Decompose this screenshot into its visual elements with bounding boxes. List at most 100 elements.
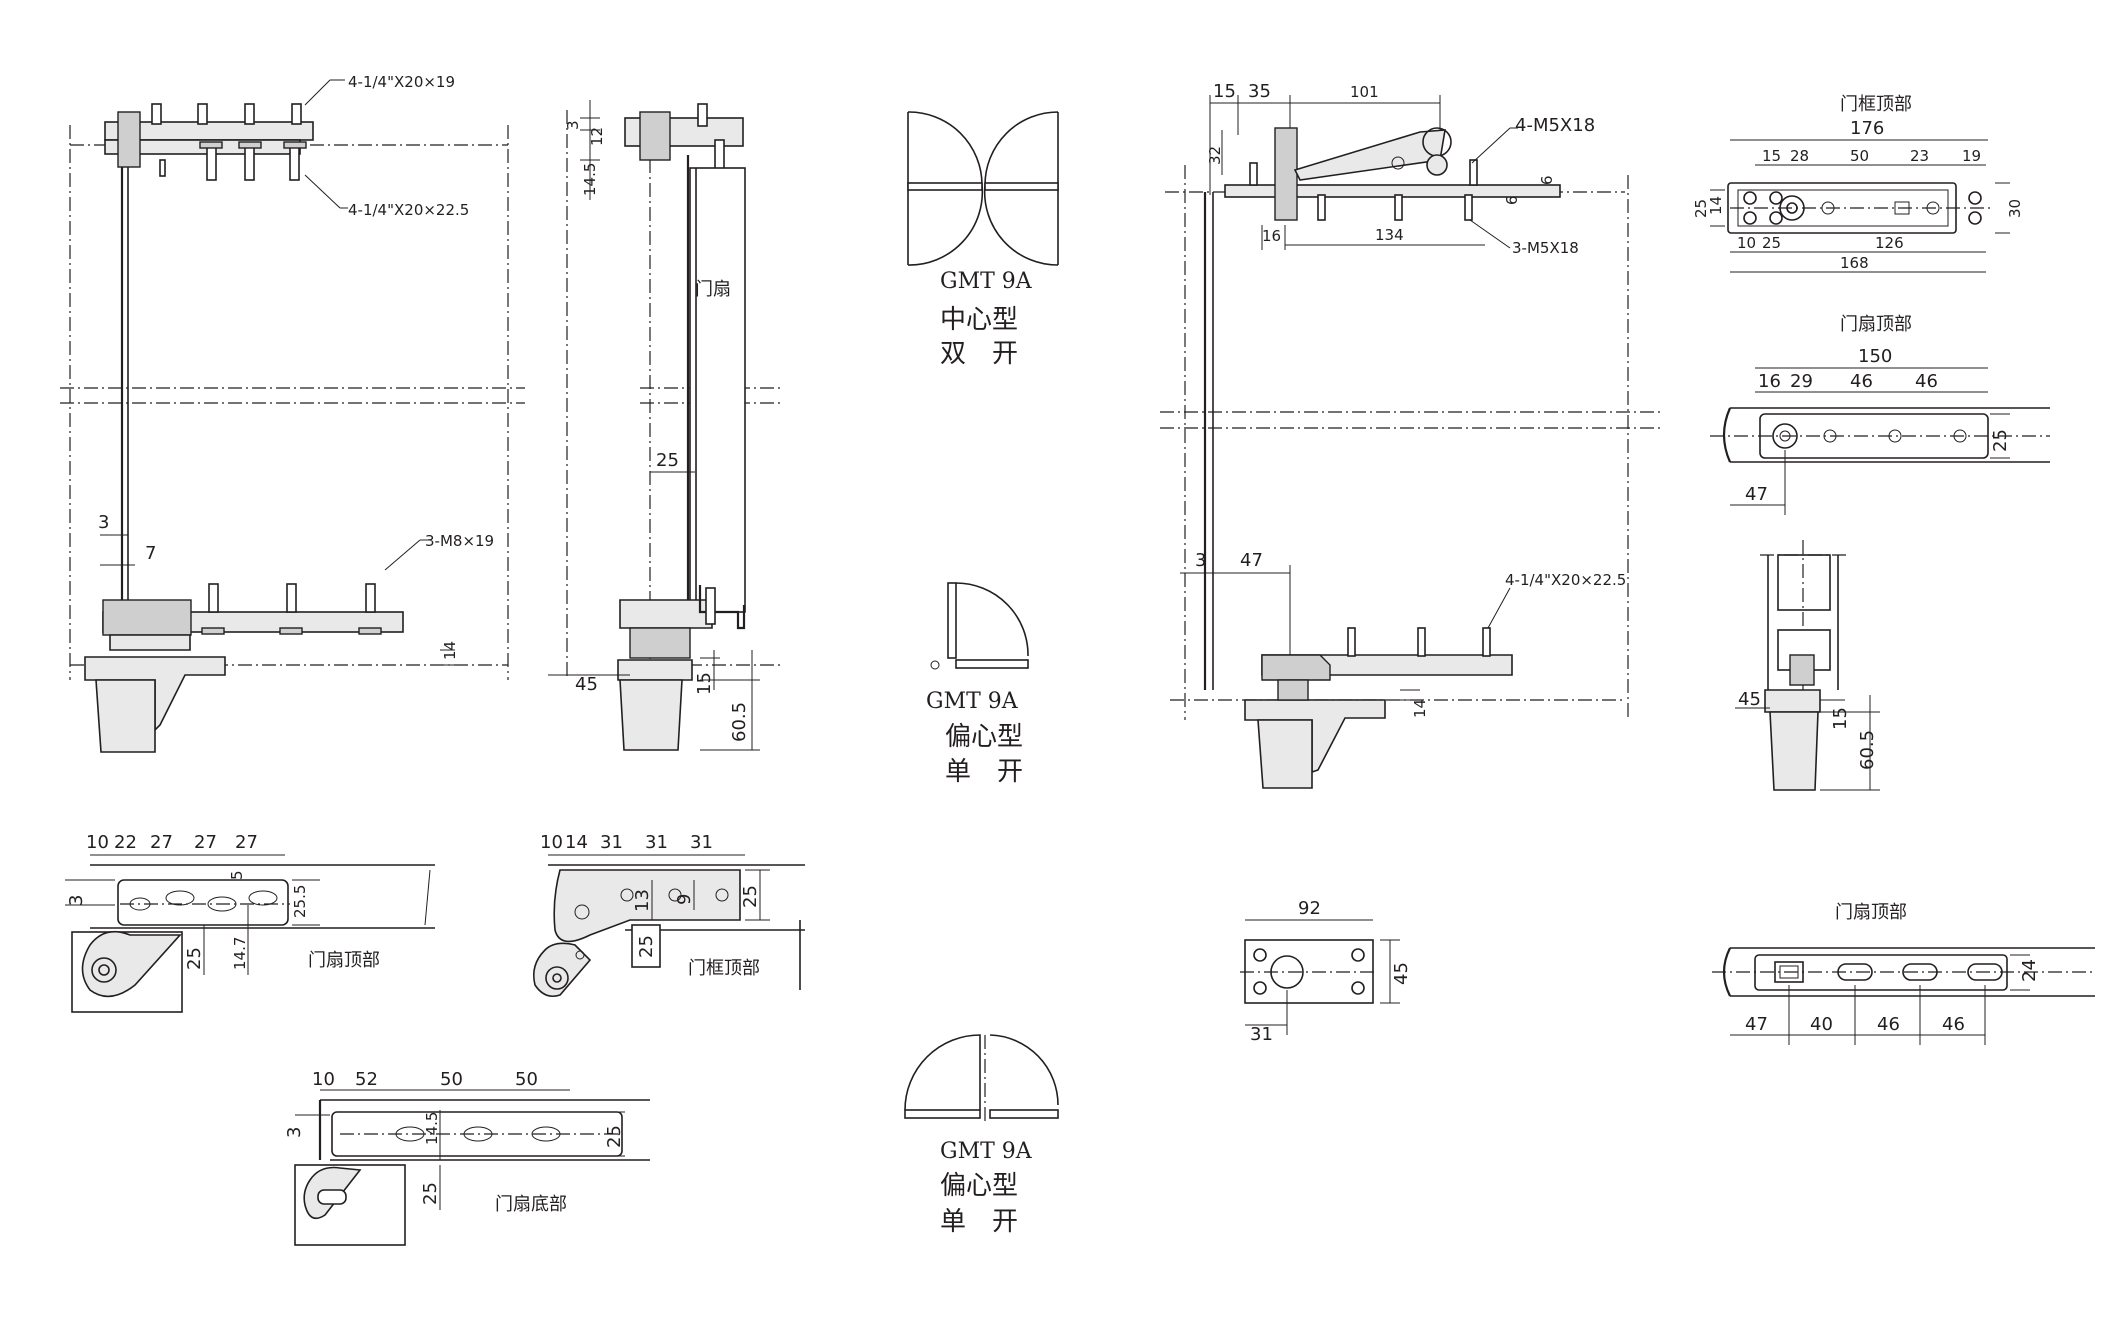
svg-text:25: 25 (740, 885, 761, 908)
svg-text:46: 46 (1850, 371, 1873, 392)
frame-top-plan-right: 门框顶部 176 15 28 50 23 19 25 14 (1692, 94, 2024, 273)
svg-text:3: 3 (1195, 550, 1206, 571)
svg-text:25: 25 (604, 1125, 625, 1148)
svg-text:150: 150 (1858, 346, 1892, 367)
svg-text:7: 7 (145, 543, 156, 564)
svg-text:46: 46 (1877, 1014, 1900, 1035)
svg-text:31: 31 (1250, 1024, 1273, 1045)
svg-text:16: 16 (1758, 371, 1781, 392)
base-plate-view: 92 45 31 (1240, 898, 1412, 1045)
svg-text:3: 3 (564, 120, 582, 130)
svg-text:29: 29 (1790, 371, 1813, 392)
svg-text:47: 47 (1745, 1014, 1768, 1035)
svg-text:25: 25 (1990, 429, 2011, 452)
svg-text:3: 3 (284, 1127, 305, 1138)
svg-text:30: 30 (2006, 199, 2024, 218)
svg-text:31: 31 (600, 832, 623, 853)
door-leaf-label: 门扇 (695, 279, 731, 300)
offset-single-symbol-a: GMT 9A 偏心型 单 开 (926, 582, 1029, 787)
door-bottom-plan-view: 10 52 50 50 3 14.5 25 25 门扇底部 (284, 1069, 650, 1246)
svg-text:14.7: 14.7 (231, 937, 249, 970)
dims-door-top-left: 10 22 27 27 27 3 5 25.5 25 14.7 (65, 832, 320, 975)
door-top-slots-view: 门扇顶部 24 47 40 46 46 (1712, 902, 2095, 1045)
svg-text:45: 45 (1738, 689, 1761, 710)
offset-front-elevation-view: 4-M5X18 3-M5X18 15 35 101 32 6 6 16 134 (1160, 81, 1660, 789)
svg-text:31: 31 (645, 832, 668, 853)
door-top-label-lower: 门扇顶部 (1835, 902, 1907, 923)
svg-text:134: 134 (1375, 226, 1404, 244)
svg-text:92: 92 (1298, 898, 1321, 919)
svg-text:45: 45 (575, 674, 598, 695)
svg-text:偏心型: 偏心型 (945, 722, 1023, 752)
svg-text:35: 35 (1248, 81, 1271, 102)
bottom-screws (201, 583, 382, 635)
dims-door-top-right: 150 16 29 46 46 25 47 (1730, 346, 2011, 515)
svg-text:31: 31 (690, 832, 713, 853)
top-screws (151, 103, 307, 181)
frame-top-plan-view: 10 14 31 31 31 13 9 25 25 门框顶部 (532, 832, 805, 998)
svg-text:47: 47 (1240, 550, 1263, 571)
svg-text:14: 14 (1707, 196, 1725, 215)
dim-3-7: 3 7 (98, 512, 156, 570)
svg-text:46: 46 (1942, 1014, 1965, 1035)
side-section-right: 45 15 60.5 (1735, 540, 1880, 791)
svg-text:52: 52 (355, 1069, 378, 1090)
svg-text:28: 28 (1790, 147, 1809, 165)
dims-offset-mid: 3 47 (1180, 550, 1291, 660)
screw-callout-top-b: 4-1/4"X20×22.5 (348, 201, 469, 219)
svg-text:15: 15 (694, 672, 715, 695)
svg-text:单 开: 单 开 (940, 1207, 1018, 1237)
svg-text:25: 25 (1762, 234, 1781, 252)
dims-frame-top-right: 176 15 28 50 23 19 25 14 30 10 25 126 16… (1692, 118, 2024, 273)
svg-text:25: 25 (420, 1182, 441, 1205)
svg-text:47: 47 (1745, 484, 1768, 505)
svg-text:GMT 9A: GMT 9A (926, 689, 1019, 714)
door-top-plan-view: 10 22 27 27 27 3 5 25.5 25 14.7 门扇顶部 (65, 832, 435, 1013)
svg-text:25: 25 (636, 935, 657, 958)
svg-text:14: 14 (565, 832, 588, 853)
dims-door-bottom: 10 52 50 50 3 14.5 25 25 (284, 1069, 625, 1210)
svg-text:9: 9 (674, 894, 695, 905)
door-top-label-left: 门扇顶部 (308, 950, 380, 971)
svg-text:25: 25 (1692, 199, 1710, 218)
svg-text:27: 27 (235, 832, 258, 853)
svg-text:10: 10 (540, 832, 563, 853)
svg-text:双 开: 双 开 (940, 339, 1018, 369)
svg-text:中心型: 中心型 (940, 305, 1018, 335)
svg-text:5: 5 (228, 870, 246, 880)
svg-text:60.5: 60.5 (1857, 730, 1878, 770)
svg-text:46: 46 (1915, 371, 1938, 392)
svg-text:14: 14 (1411, 699, 1429, 718)
svg-text:12: 12 (588, 127, 606, 146)
dims-offset-top: 15 35 101 32 6 6 16 134 (1206, 81, 1560, 250)
svg-text:13: 13 (632, 889, 653, 912)
screw-callout-m5-a: 4-M5X18 (1515, 115, 1595, 136)
svg-text:60.5: 60.5 (729, 702, 750, 742)
side-section-view: 门扇 25 3 12 14.5 45 15 60.5 (548, 100, 780, 751)
svg-text:10: 10 (86, 832, 109, 853)
svg-text:24: 24 (2019, 959, 2040, 982)
door-bottom-label: 门扇底部 (495, 1194, 567, 1215)
svg-text:50: 50 (515, 1069, 538, 1090)
model-symbols: GMT 9A 中心型 双 开 GMT 9A 偏心型 单 开 GMT 9A 偏心型… (904, 111, 1059, 1237)
svg-text:168: 168 (1840, 254, 1869, 272)
screw-callout-bottom: 3-M8×19 (425, 532, 494, 550)
svg-text:15: 15 (1213, 81, 1236, 102)
svg-text:19: 19 (1962, 147, 1981, 165)
svg-text:10: 10 (1737, 234, 1756, 252)
door-top-label-right: 门扇顶部 (1840, 314, 1912, 335)
svg-text:25: 25 (656, 450, 679, 471)
screw-callout-top-a: 4-1/4"X20×19 (348, 73, 455, 91)
front-elevation-view: 4-1/4"X20×19 4-1/4"X20×22.5 3-M8×19 3 7 (60, 73, 525, 753)
svg-text:14.5: 14.5 (581, 163, 599, 196)
dims-side-right: 45 15 60.5 (1735, 689, 1880, 791)
center-double-symbol: GMT 9A 中心型 双 开 (907, 111, 1059, 369)
svg-text:10: 10 (312, 1069, 335, 1090)
svg-text:25.5: 25.5 (291, 885, 309, 918)
svg-text:15: 15 (1830, 707, 1851, 730)
dim-top-side: 3 12 14.5 (564, 100, 606, 200)
svg-text:45: 45 (1391, 962, 1412, 985)
door-top-plan-right: 门扇顶部 150 16 29 46 46 25 47 (1710, 314, 2050, 515)
svg-text:偏心型: 偏心型 (940, 1171, 1018, 1201)
